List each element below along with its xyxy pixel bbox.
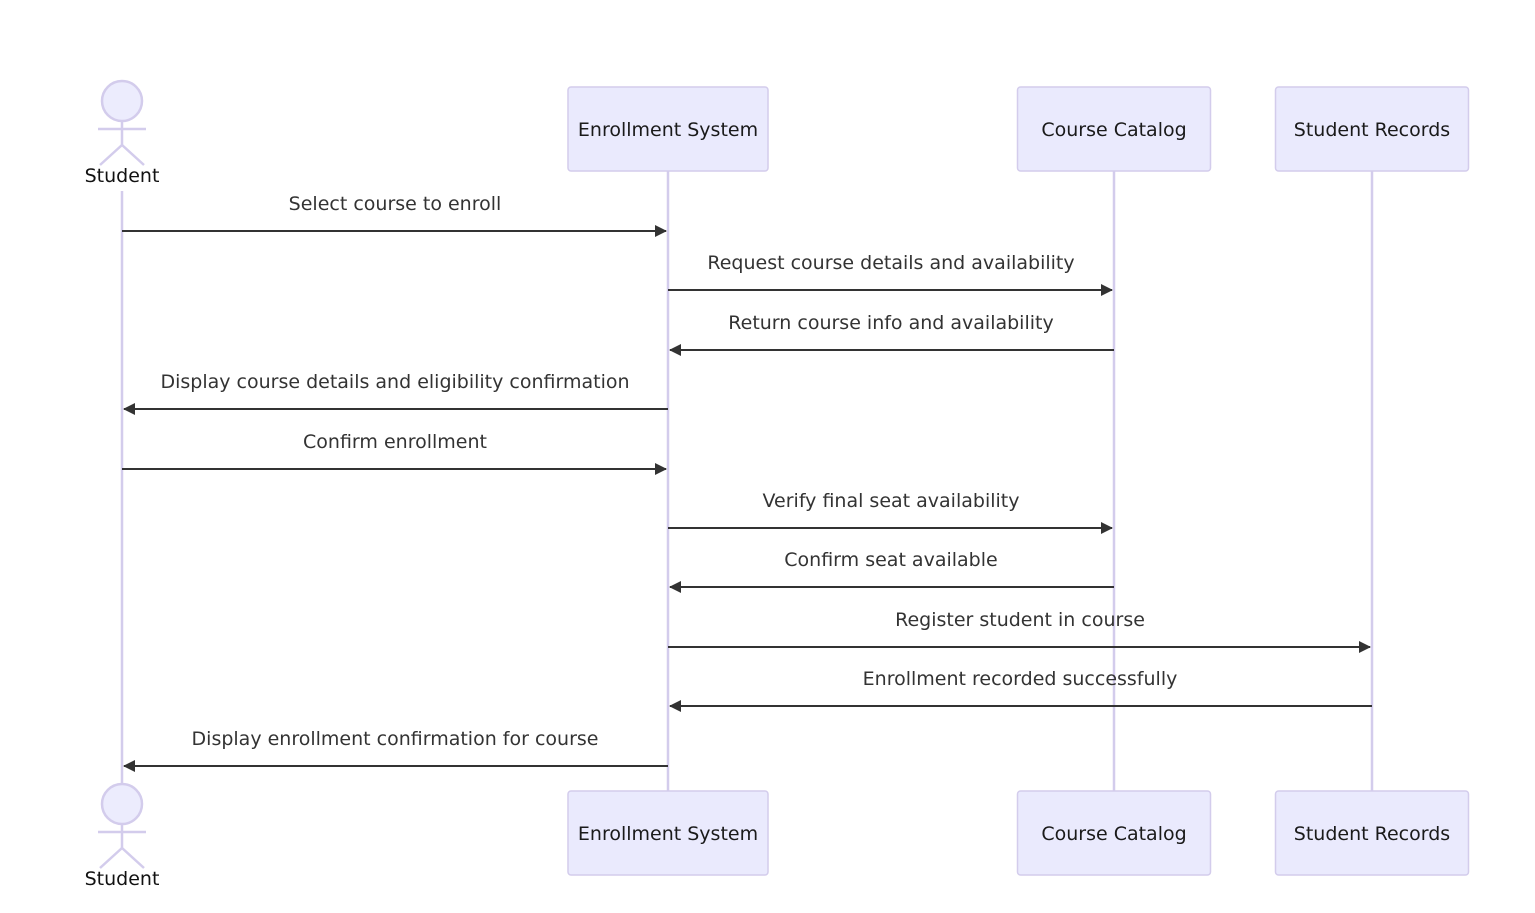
- participant-enrollment-bottom: Enrollment System: [567, 790, 769, 876]
- participant-label: Course Catalog: [1041, 119, 1186, 141]
- message-label: Select course to enroll: [289, 193, 502, 215]
- message-7: Confirm seat available: [669, 549, 1114, 593]
- participant-box: [567, 790, 769, 876]
- participant-label: Enrollment System: [578, 119, 758, 141]
- actor-leg-right: [121, 144, 145, 166]
- participant-box: [1274, 790, 1470, 876]
- message-8: Register student in course: [668, 609, 1371, 653]
- participant-enrollment-top: Enrollment System: [567, 86, 769, 172]
- message-1: Select course to enroll: [122, 193, 667, 237]
- participant-box: [1016, 790, 1212, 876]
- message-label: Confirm seat available: [784, 549, 997, 571]
- message-label: Register student in course: [895, 609, 1145, 631]
- actor-head: [100, 79, 144, 123]
- message-5: Confirm enrollment: [122, 431, 667, 475]
- participant-box: [567, 86, 769, 172]
- message-4: Display course details and eligibility c…: [123, 371, 668, 415]
- message-9: Enrollment recorded successfully: [669, 668, 1372, 712]
- participant-label: Student Records: [1294, 119, 1450, 141]
- actor-leg-left: [99, 144, 123, 166]
- actor-student-top: Student: [85, 79, 160, 187]
- participant-catalog-bottom: Course Catalog: [1016, 790, 1212, 876]
- participant-catalog-top: Course Catalog: [1016, 86, 1212, 172]
- participant-box: [1016, 86, 1212, 172]
- message-label: Display enrollment confirmation for cour…: [192, 728, 599, 750]
- message-10: Display enrollment confirmation for cour…: [123, 728, 668, 772]
- message-label: Verify final seat availability: [763, 490, 1020, 512]
- actor-head: [100, 782, 144, 826]
- message-6: Verify final seat availability: [668, 490, 1113, 534]
- message-label: Return course info and availability: [728, 312, 1053, 334]
- message-label: Display course details and eligibility c…: [160, 371, 629, 393]
- actor-leg-right: [121, 847, 145, 869]
- participant-label: Student Records: [1294, 823, 1450, 845]
- actor-label: Student: [85, 165, 160, 187]
- participant-label: Enrollment System: [578, 823, 758, 845]
- message-3: Return course info and availability: [669, 312, 1114, 356]
- message-label: Enrollment recorded successfully: [863, 668, 1178, 690]
- message-2: Request course details and availability: [668, 252, 1113, 296]
- participant-records-bottom: Student Records: [1274, 790, 1470, 876]
- actor-label: Student: [85, 868, 160, 890]
- participant-label: Course Catalog: [1041, 823, 1186, 845]
- actor-leg-left: [99, 847, 123, 869]
- message-label: Confirm enrollment: [303, 431, 487, 453]
- message-label: Request course details and availability: [707, 252, 1074, 274]
- participant-records-top: Student Records: [1274, 86, 1470, 172]
- participant-box: [1274, 86, 1470, 172]
- actor-student-bottom: Student: [85, 782, 160, 890]
